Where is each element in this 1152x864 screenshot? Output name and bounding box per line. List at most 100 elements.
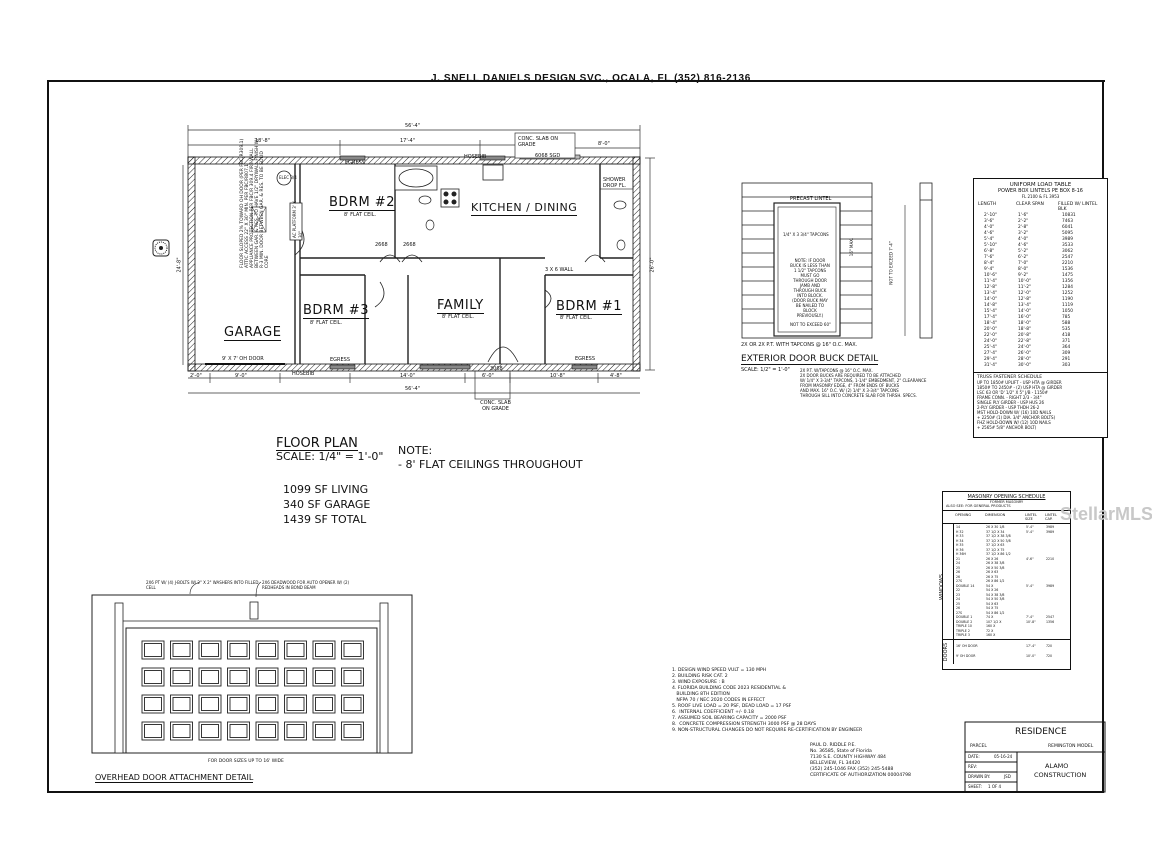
masonry-cell: 54 X 75 [986,606,999,610]
watermark: StellarMLS [1060,504,1152,524]
masonry-cell: 27S [956,610,963,615]
load-table-cell: 13'-4" [984,291,997,296]
load-table-cell: 309 [1062,351,1071,356]
door-buck-spec-line: THROUGH SILL INTO CONCRETE SLAB FOR THRS… [800,393,917,398]
uniform-load-table: UNIFORM LOAD TABLE POWER BOX LINTELS pe … [973,178,1108,438]
masonry-row: H 34 37 1/2 X 50 3/8 [956,539,1066,544]
door-buck-specs: 2X P.T. W/TAPCONS @ 16" O.C. MAX. 2X DOO… [800,368,926,398]
dim-top-3: 8'-0" [598,141,610,147]
masonry-col-dimension: DIMENSION [985,513,1006,517]
dim-bottom-3: 14'-0" [400,373,416,379]
masonry-title: MASONRY OPENING SCHEDULE [967,494,1046,500]
load-table-cell: 14'-0" [1018,309,1031,314]
truss-schedule-line: UP TO 1850# UPLIFT - USP HTA @ GIRDER [977,380,1062,385]
masonry-cell: 37 1/2 X 50 3/8 [986,538,1011,543]
masonry-cell: H 34 [956,538,964,543]
masonry-cell: 23 [956,592,961,597]
load-table-row: 9'-4"8'-0"1536 [984,267,1103,273]
load-table-cell: 3'-2" [1018,231,1029,236]
overhead-callout-right: 2X6 DEADWOOD FOR AUTO OPENER W/ (2) REDH… [262,580,350,590]
load-table-cell: 2'-8" [1018,225,1029,230]
dim-bottom-2: 9'-0" [235,373,247,379]
masonry-cell: 9' OH DOOR [956,653,976,658]
masonry-cell: 26 [956,606,961,610]
door-buck-spec-line: 2X P.T. W/TAPCONS @ 16" O.C. MAX. [800,368,873,373]
load-table-cell: 18'-0" [1018,321,1031,326]
load-table-col-length: LENGTH [978,202,997,207]
callout-conc-slab-top: CONC. SLAB ON GRADE [518,136,559,148]
load-table-cell: 14'-8" [984,303,997,308]
masonry-cell: 24 [956,561,961,565]
general-note-line: NFPA 70 / NEC 2020 CODES IN EFFECT [672,698,766,703]
masonry-windows-label: WINDOWS [939,573,946,601]
masonry-cell: 14 [956,525,961,529]
load-table-row: 20'-0"18'-8"535 [984,327,1103,333]
load-table-cell: 5'-10" [984,243,997,248]
load-table-cell: 8'-4" [984,261,995,266]
truss-schedule-line: FHZ HOLD-DOWN W/ (12) 10d NAILS [977,420,1051,425]
load-table-cell: 6'-8" [984,249,995,254]
masonry-cell: 26 X 50 3/8 [986,565,1005,570]
masonry-cell: 74 X [986,615,994,619]
load-table-cell: 10831 [1062,213,1076,218]
load-table-header: LENGTH CLEAR SPAN FILLED W/ LINTEL BLK [974,202,1107,212]
masonry-cell: 5'-4" [1026,525,1034,529]
floor-plan-title: FLOOR PLAN [276,436,358,451]
load-table-row: 13'-4"12'-0"1252 [984,291,1103,297]
masonry-cell: H 33 [956,534,964,538]
load-table-cell: 20'-8" [1018,333,1031,338]
load-table-cell: 28'-0" [1018,357,1031,362]
masonry-cell: H 36 [956,547,964,552]
load-table-subtitle2: FL 2100 & FL 3953 [1021,194,1060,199]
load-table-cell: 11'-2" [1018,285,1031,290]
masonry-cell: 54 X 63 [986,601,999,606]
masonry-windows-label-cell: WINDOWS [939,524,954,639]
masonry-row: 26 54 X 75 [956,606,1066,611]
load-table-cell: 371 [1062,339,1071,344]
masonry-cell: H 36h [956,552,966,556]
load-table-cell: 15'-4" [984,309,997,314]
door-buck-note: NOTE: IF DOOR BUCK IS LESS THAN 1 1/2" T… [790,258,830,318]
callout-garage-note: FLOOR SLOPED 2% TOWARD OH DOOR (PER FBC/… [240,138,270,268]
load-table-cell: 1356 [1062,279,1073,284]
load-table-cell: 10'-6" [984,273,997,278]
load-table-cell: 4'-0" [1018,237,1029,242]
masonry-cell: 3989 [1046,529,1055,534]
load-table-cell: 3'-6" [984,219,995,224]
load-table-cell: 12'-8" [984,285,997,290]
load-table-cell: 13'-4" [1018,303,1031,308]
masonry-cell [1026,633,1046,638]
load-table-col-filled: FILLED W/ LINTEL BLK [1058,202,1098,212]
general-note-line: 3. WIND EXPOSURE : B [672,680,725,685]
masonry-subtitle: FORMER MASONRY [989,500,1024,504]
load-table-cell: 9'-4" [984,267,995,272]
engineer-line: CERTIFICATE OF AUTHORIZATION 00004798 [810,773,911,778]
general-note-line: 1. DESIGN WIND SPEED Vult = 130 MPH [672,668,767,673]
load-table-cell: 24'-0" [984,339,997,344]
door-buck-spec-line: FROM MASONRY EDGE, 4" FROM ENDS OF BUCKS [800,383,900,388]
load-table-cell: 22'-8" [1018,339,1031,344]
load-table-cell: 31'-4" [984,363,997,368]
masonry-cell: 21 [956,556,961,561]
load-table-cell: 14'-0" [984,297,997,302]
load-table-cell: 26'-0" [1018,351,1031,356]
overhead-title: OVERHEAD DOOR ATTACHMENT DETAIL [95,773,254,783]
load-table-subtitle: POWER BOX LINTELS pe box 8-16 [998,188,1083,194]
title-company-2: CONSTRUCTION [1034,771,1087,779]
callout-garage-door: 9' X 7' OH DOOR [222,356,264,362]
load-table-cell: 1536 [1062,267,1073,272]
title-project: RESIDENCE [1015,727,1067,737]
